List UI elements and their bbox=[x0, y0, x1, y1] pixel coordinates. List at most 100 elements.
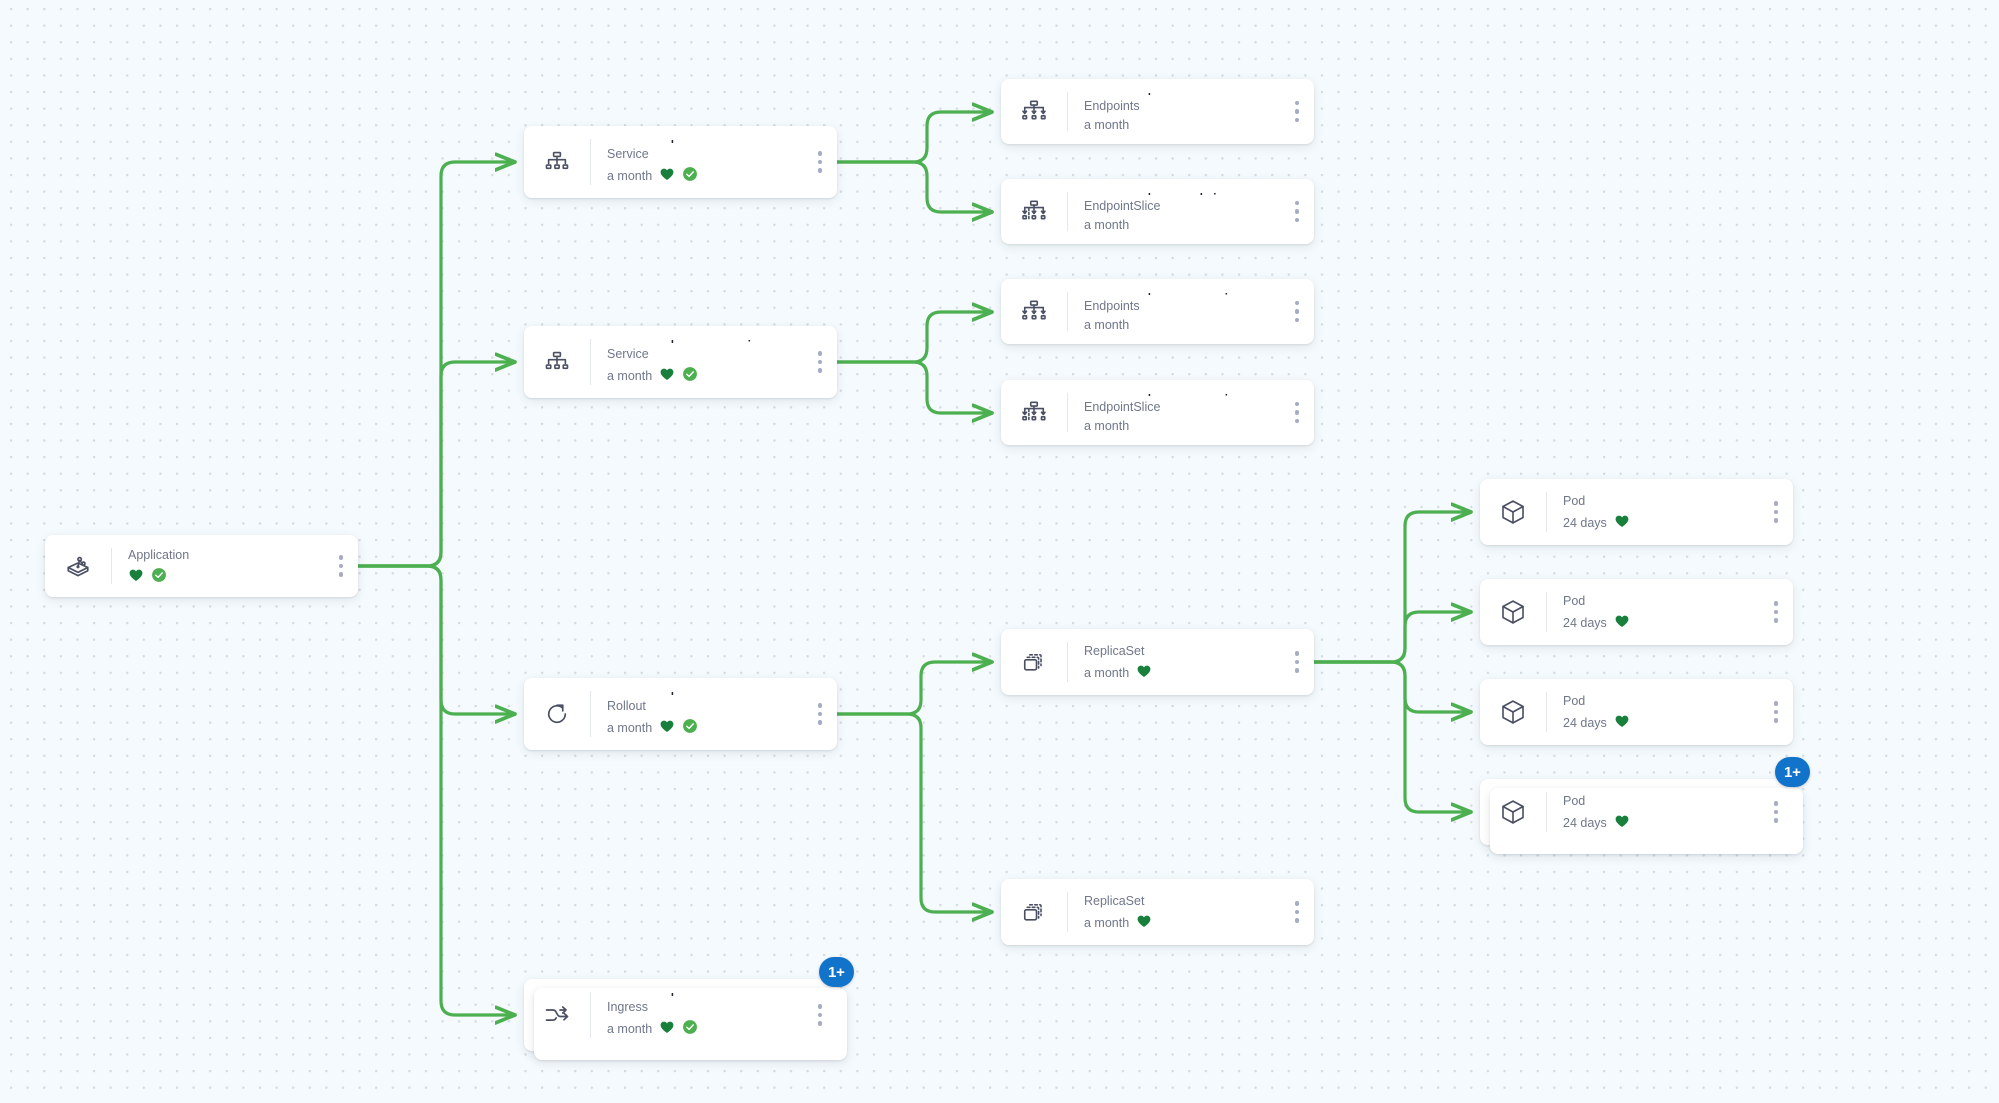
node-divider bbox=[1067, 292, 1068, 331]
node-menu-button[interactable] bbox=[1288, 79, 1314, 144]
resource-node-service[interactable]: canary-demo-previewService a month bbox=[524, 326, 837, 398]
edge-app-canary-demo-to-rollout-canary-demo bbox=[356, 564, 515, 714]
node-menu-button[interactable] bbox=[811, 126, 837, 198]
node-age: 24 days bbox=[1563, 616, 1607, 630]
node-menu-button[interactable] bbox=[1767, 479, 1793, 545]
node-menu-button[interactable] bbox=[1767, 579, 1793, 645]
node-menu-button[interactable] bbox=[1767, 779, 1793, 845]
node-body: canary-demo-clpjwEndpointSlicea month bbox=[1068, 179, 1288, 244]
node-divider bbox=[1546, 792, 1547, 832]
pod-icon bbox=[1480, 479, 1546, 545]
resource-node-replicaset[interactable]: canary-demo-967754b4cReplicaSeta month bbox=[1001, 879, 1314, 945]
replicaset-icon bbox=[1001, 629, 1067, 695]
menu-dot bbox=[1294, 300, 1300, 306]
node-menu-button[interactable] bbox=[1288, 179, 1314, 244]
menu-dot bbox=[1294, 317, 1300, 323]
replicaset-icon bbox=[1001, 879, 1067, 945]
node-body: canary-demo-7f89b8b978ReplicaSeta month bbox=[1068, 629, 1288, 695]
node-kind: Service bbox=[607, 347, 649, 361]
node-kind: ReplicaSet bbox=[1084, 894, 1145, 908]
resource-node-endpoints[interactable]: canary-demo-previewEndpointsa month bbox=[1001, 279, 1314, 344]
group-count-badge[interactable]: 1+ bbox=[1775, 757, 1810, 787]
node-meta: a month bbox=[607, 366, 811, 387]
group-count-badge[interactable]: 1+ bbox=[819, 957, 854, 987]
menu-dot bbox=[1294, 217, 1300, 223]
health-status-icon bbox=[659, 718, 675, 739]
sync-status-icon bbox=[682, 366, 698, 387]
node-divider bbox=[1067, 642, 1068, 682]
node-menu-button[interactable] bbox=[1288, 380, 1314, 445]
endpoints-icon bbox=[1001, 279, 1067, 344]
menu-dot bbox=[1773, 801, 1779, 806]
menu-dot bbox=[1294, 418, 1300, 424]
node-age: a month bbox=[1084, 118, 1130, 132]
menu-dot bbox=[817, 151, 823, 156]
resource-node-endpointslice[interactable]: canary-demo-clpjwEndpointSlicea month bbox=[1001, 179, 1314, 244]
node-menu-button[interactable] bbox=[1288, 879, 1314, 945]
node-kind: Ingress bbox=[607, 1000, 648, 1014]
node-menu-button[interactable] bbox=[811, 678, 837, 750]
menu-dot bbox=[817, 1021, 823, 1026]
sync-status-icon bbox=[682, 718, 698, 739]
health-status-icon bbox=[1614, 513, 1630, 534]
node-divider bbox=[590, 139, 591, 185]
node-divider bbox=[1067, 393, 1068, 432]
node-divider bbox=[1067, 892, 1068, 932]
resource-node-rollout[interactable]: canary-demoRollouta month bbox=[524, 678, 837, 750]
resource-node-application[interactable]: canary-demoApplication bbox=[45, 535, 358, 597]
menu-dot bbox=[338, 572, 344, 577]
node-divider bbox=[111, 548, 112, 584]
node-menu-button[interactable] bbox=[332, 535, 358, 597]
node-meta: 24 days bbox=[1563, 813, 1767, 834]
menu-dot bbox=[1294, 410, 1300, 415]
pod-icon bbox=[1480, 579, 1546, 645]
node-meta: 24 days bbox=[1563, 713, 1767, 734]
node-meta: a month bbox=[607, 166, 811, 187]
menu-dot bbox=[338, 555, 344, 560]
resource-node-ingress[interactable]: canary-demoIngressa month bbox=[524, 979, 847, 1060]
menu-dot bbox=[338, 563, 344, 569]
node-age: a month bbox=[1084, 666, 1130, 680]
node-divider bbox=[1067, 92, 1068, 131]
resource-node-replicaset[interactable]: canary-demo-7f89b8b978ReplicaSeta month bbox=[1001, 629, 1314, 695]
node-body: canary-demoIngressa month bbox=[591, 979, 811, 1051]
menu-dot bbox=[1773, 618, 1779, 623]
node-title: canary-demo bbox=[607, 689, 811, 695]
resource-node-service[interactable]: canary-demoServicea month bbox=[524, 126, 837, 198]
node-menu-button[interactable] bbox=[1767, 679, 1793, 745]
menu-dot bbox=[1773, 609, 1779, 615]
menu-dot bbox=[817, 351, 823, 356]
health-status-icon bbox=[1614, 813, 1630, 834]
edge-app-canary-demo-to-ingress-canary-demo bbox=[356, 564, 515, 1015]
node-meta: a month bbox=[607, 718, 811, 739]
edge-svc-canary-demo-preview-to-ep-canary-demo-preview bbox=[835, 312, 992, 364]
node-menu-button[interactable] bbox=[1288, 279, 1314, 344]
node-title: canary-demo-preview-v... bbox=[1084, 391, 1288, 396]
node-title: canary-demo-preview bbox=[607, 337, 811, 343]
menu-dot bbox=[1773, 701, 1779, 706]
node-menu-button[interactable] bbox=[811, 979, 837, 1051]
menu-dot bbox=[1294, 918, 1300, 923]
menu-dot bbox=[1773, 809, 1779, 815]
node-menu-button[interactable] bbox=[1288, 629, 1314, 695]
menu-dot bbox=[1773, 709, 1779, 715]
menu-dot bbox=[1773, 518, 1779, 523]
menu-dot bbox=[1294, 901, 1300, 906]
menu-dot bbox=[817, 711, 823, 717]
menu-dot bbox=[1294, 309, 1300, 314]
health-status-icon bbox=[659, 366, 675, 387]
node-body: canary-demoApplication bbox=[112, 535, 332, 597]
menu-dot bbox=[1294, 117, 1300, 123]
menu-dot bbox=[817, 359, 823, 365]
resource-node-endpoints[interactable]: canary-demoEndpointsa month bbox=[1001, 79, 1314, 144]
node-menu-button[interactable] bbox=[811, 326, 837, 398]
node-kind: Application bbox=[128, 548, 190, 562]
endpointslice-icon bbox=[1001, 380, 1067, 445]
